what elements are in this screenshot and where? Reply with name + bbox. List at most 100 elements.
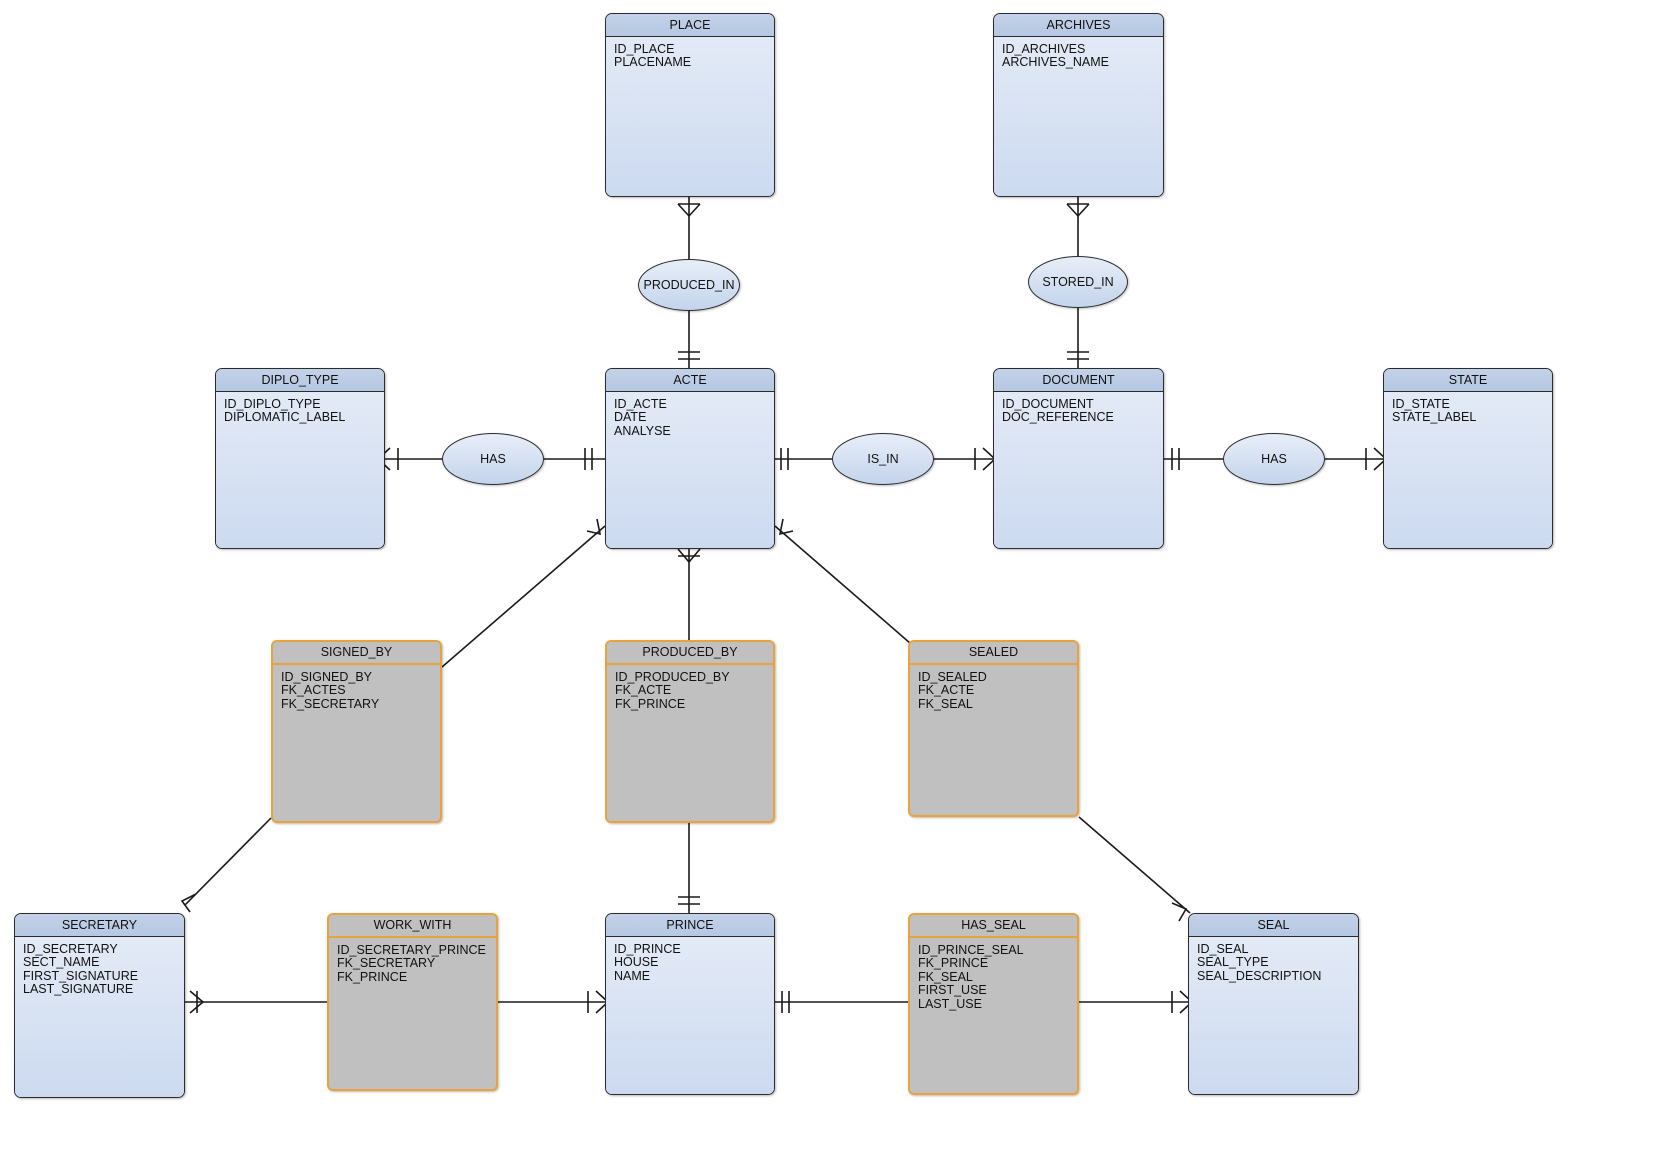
entity-attribute: DATE [614, 410, 647, 425]
entity-attribute: ID_STATE [1392, 397, 1450, 411]
entity-attribute: ID_SEALED [918, 670, 987, 684]
entity-title: WORK_WITH [329, 915, 496, 938]
crowsfoot-signed_by-secretary [180, 893, 197, 913]
entity-attribute: FK_SECRETARY [281, 696, 380, 711]
entity-attribute: HOUSE [614, 955, 659, 970]
entity-attribute: FK_PRINCE [337, 969, 408, 984]
entity-attribute: DOC_REFERENCE [1002, 410, 1114, 425]
relationship-is_in[interactable]: IS_IN [832, 433, 934, 485]
crowsfoot-archives-2 [1066, 203, 1090, 218]
entity-attribute: LAST_SIGNATURE [23, 982, 134, 997]
entity-attribute: FK_PRINCE [615, 696, 686, 711]
entity-attribute: SECT_NAME [23, 955, 100, 970]
entity-attribute: ID_SECRETARY_PRINCE [337, 943, 486, 957]
entity-attribute: ID_DIPLO_TYPE [224, 397, 321, 411]
crowsfoot-acte-sealed [778, 518, 794, 536]
relationship-has_state[interactable]: HAS [1223, 433, 1325, 485]
entity-attribute: LAST_USE [918, 996, 982, 1011]
entity-title: HAS_SEAL [910, 915, 1077, 938]
entity-attribute: ID_PLACE [614, 42, 675, 56]
entity-attribute: FK_SEAL [918, 969, 973, 984]
entity-title: SECRETARY [15, 914, 184, 937]
edge-acte-signed_by [441, 525, 606, 668]
entity-title: DOCUMENT [994, 369, 1163, 392]
entity-attribute: FK_SEAL [918, 696, 973, 711]
crowsfoot-acte-signed_by [586, 518, 602, 536]
entity-title: DIPLO_TYPE [216, 369, 384, 392]
entity-attribute: ID_DOCUMENT [1002, 397, 1094, 411]
edge-acte-sealed [774, 525, 919, 651]
entity-attribute: ID_ARCHIVES [1002, 42, 1086, 56]
relationship-label: STORED_IN [1042, 275, 1114, 289]
relationship-label: HAS [1261, 452, 1287, 466]
entity-title: PLACE [606, 14, 774, 37]
entity-attribute: ID_PRINCE_SEAL [918, 943, 1024, 957]
edge-signed_by-secretary [184, 817, 272, 906]
entity-attribute: SEAL_TYPE [1197, 955, 1269, 970]
entity-attribute: ID_SECRETARY [23, 942, 118, 956]
crowsfoot-secretary-right [189, 990, 205, 1014]
relationship-label: PRODUCED_IN [643, 278, 735, 292]
entity-attribute: ARCHIVES_NAME [1002, 55, 1109, 70]
entity-title: SEAL [1189, 914, 1358, 937]
entity-attribute: FIRST_SIGNATURE [23, 968, 139, 983]
relationship-label: IS_IN [867, 452, 899, 466]
entity-attribute: ID_SIGNED_BY [281, 670, 373, 684]
relationship-stored_in[interactable]: STORED_IN [1028, 256, 1128, 308]
crowsfoot-place-2 [677, 203, 701, 218]
entity-attribute: DIPLOMATIC_LABEL [224, 410, 346, 425]
entity-title: ARCHIVES [994, 14, 1163, 37]
crowsfoot-sealed-seal [1171, 902, 1188, 922]
entity-attribute: FK_ACTE [615, 683, 672, 698]
entity-attribute: ID_PRINCE [614, 942, 681, 956]
crowsfoot-acte-produced_by [677, 548, 701, 564]
entity-attribute: FIRST_USE [918, 983, 987, 998]
entity-title: SIGNED_BY [273, 642, 440, 665]
entity-attribute: STATE_LABEL [1392, 410, 1477, 425]
entity-title: PRINCE [606, 914, 774, 937]
relationship-label: HAS [480, 452, 506, 466]
edge-sealed-seal [1078, 816, 1191, 914]
entity-title: SEALED [910, 642, 1077, 665]
entity-attribute: ANALYSE [614, 423, 671, 438]
entity-attribute: FK_SECRETARY [337, 956, 436, 971]
entity-attribute: NAME [614, 968, 651, 983]
relationship-has_diplo[interactable]: HAS [442, 433, 544, 485]
entity-attribute: PLACENAME [614, 55, 692, 70]
relationship-produced_in[interactable]: PRODUCED_IN [638, 259, 740, 311]
entity-attribute: ID_PRODUCED_BY [615, 670, 730, 684]
entity-attribute: ID_ACTE [614, 397, 667, 411]
entity-attribute: FK_ACTES [281, 683, 346, 698]
entity-attribute: FK_ACTE [918, 683, 975, 698]
entity-attribute: SEAL_DESCRIPTION [1197, 968, 1322, 983]
